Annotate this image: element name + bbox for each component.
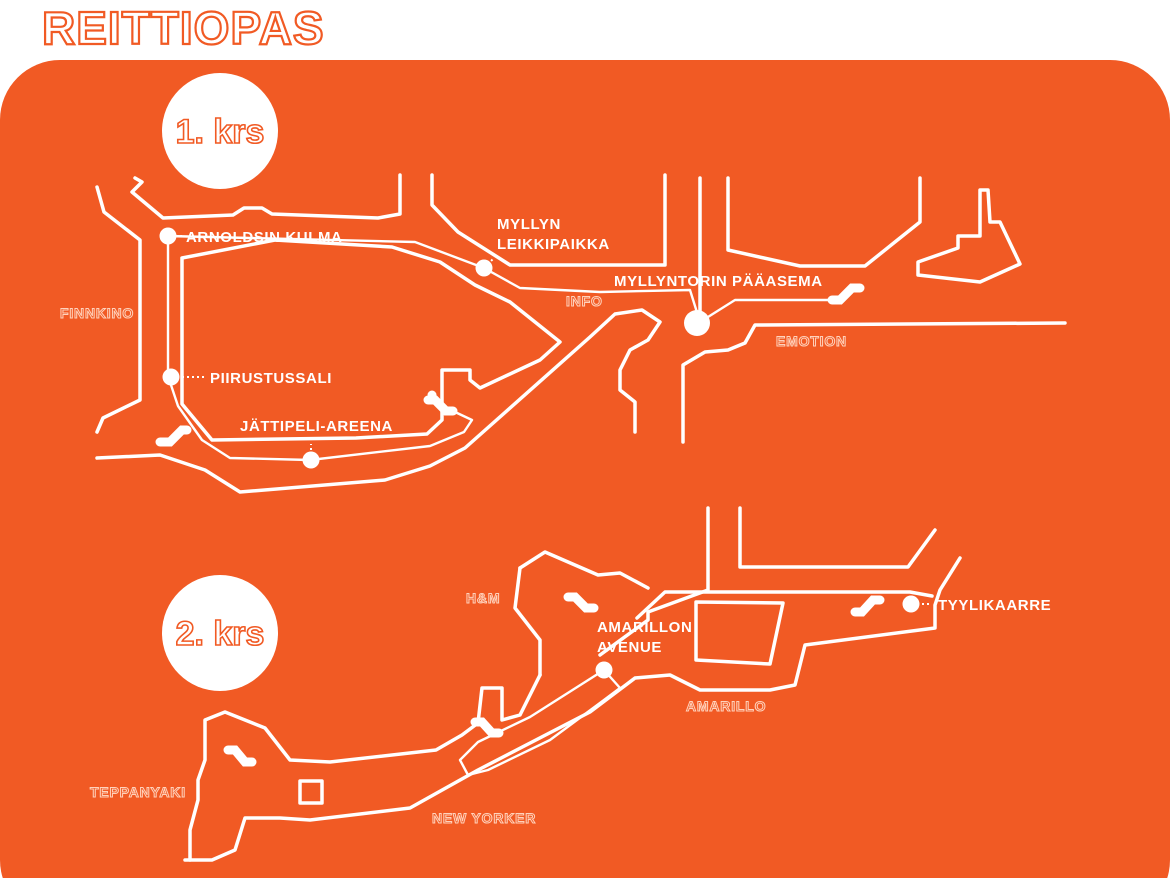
point-piirustussali[interactable] [162,368,180,386]
store-emotion: EMOTION [776,333,847,349]
floor-1-label: 1. krs [176,113,265,151]
floor-1-routes [166,234,832,462]
point-amarillon-avenue[interactable] [595,661,613,679]
store-info: INFO [566,293,603,309]
escalator-icon [563,592,599,613]
store-amarillo: AMARILLO [686,698,766,714]
floor-2-badge [162,575,278,691]
point-myllyntorin-paaasema[interactable] [684,310,710,336]
label-amarillon: AMARILLON [597,619,692,636]
point-jattipeli-areena[interactable] [302,451,320,469]
escalator-icon [423,395,458,416]
floor-2-map: 2. krs AMARILLON AVEN [90,390,1051,862]
floor-1-escalators [155,283,865,447]
floor-1-points [159,227,710,469]
floor-2-label: 2. krs [176,615,265,653]
page-title: REITTIOPAS [42,2,325,54]
floor-2-walls [183,506,962,862]
floor-2-escalators [223,390,885,767]
escalator-icon [850,595,885,617]
label-myllyntorin-paaasema: MYLLYNTORIN PÄÄASEMA [614,273,823,290]
label-myllyn: MYLLYN [497,216,561,233]
label-leikkipaikka: LEIKKIPAIKKA [497,236,610,253]
label-tyylikaarre: TYYLIKAARRE [938,597,1051,614]
escalator-icon [827,283,865,305]
store-new-yorker: NEW YORKER [432,810,536,826]
floor-2-points [595,595,920,679]
point-myllyn-leikkipaikka[interactable] [475,259,493,277]
floor-1-badge [162,73,278,189]
floor-1-map: 1. krs [60,73,1067,494]
escalator-icon [470,717,504,738]
map-panel [0,60,1170,878]
store-hm: H&M [466,590,500,606]
escalator-icon [155,425,192,447]
point-tyylikaarre[interactable] [902,595,920,613]
label-piirustussali: PIIRUSTUSSALI [210,370,332,387]
escalator-icon [223,745,257,767]
label-arnoldsin-kulma: ARNOLDSIN KULMA [186,229,343,246]
floor-1-walls [95,173,1067,494]
label-jattipeli-areena: JÄTTIPELI-AREENA [240,418,393,435]
label-avenue: AVENUE [597,639,662,656]
point-arnoldsin-kulma[interactable] [159,227,177,245]
store-finnkino: FINNKINO [60,305,134,321]
store-teppanyaki: TEPPANYAKI [90,784,186,800]
